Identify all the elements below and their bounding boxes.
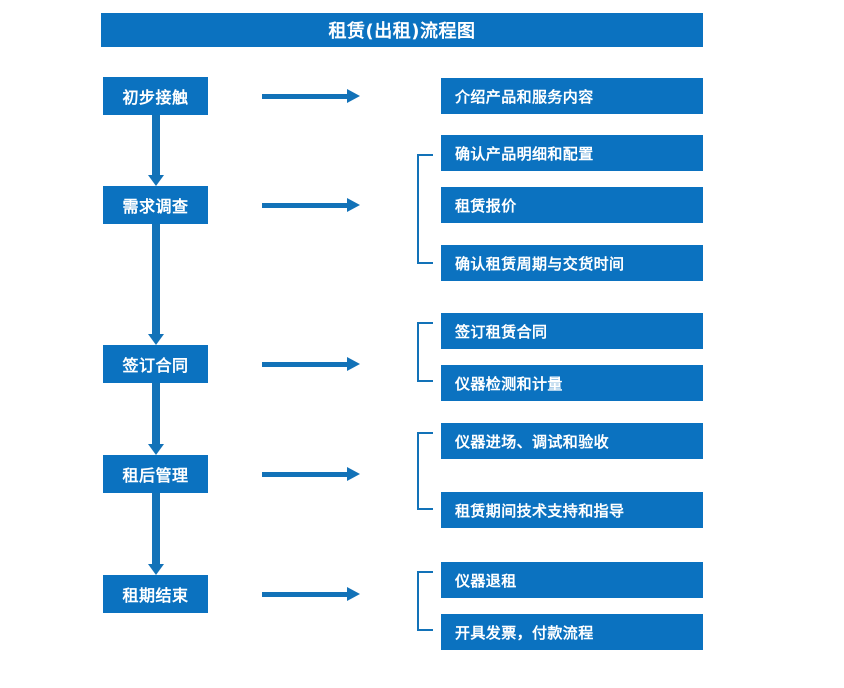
- arrow-shaft: [262, 203, 348, 208]
- arrow-shaft: [262, 472, 348, 477]
- stage-box-3[interactable]: 签订合同: [103, 345, 208, 383]
- group-bracket-1: [417, 154, 433, 264]
- flowchart-title: 租赁(出租)流程图: [101, 13, 703, 47]
- arrow-head: [347, 89, 360, 103]
- group-bracket-2: [417, 322, 433, 382]
- arrow-head: [148, 334, 164, 345]
- arrow-head: [148, 175, 164, 186]
- detail-box-4[interactable]: 确认租赁周期与交货时间: [441, 245, 703, 281]
- arrow-shaft: [262, 94, 348, 99]
- arrow-shaft: [262, 362, 348, 367]
- detail-box-3[interactable]: 租赁报价: [441, 187, 703, 223]
- arrow-shaft: [152, 115, 160, 175]
- arrow-head: [347, 198, 360, 212]
- right-arrow-icon-5: [262, 587, 360, 601]
- arrow-head: [347, 467, 360, 481]
- right-arrow-icon-1: [262, 89, 360, 103]
- down-arrow-icon-1: [148, 115, 164, 186]
- stage-box-5[interactable]: 租期结束: [103, 575, 208, 613]
- detail-box-9[interactable]: 仪器退租: [441, 562, 703, 598]
- arrow-shaft: [152, 224, 160, 334]
- arrow-head: [347, 587, 360, 601]
- arrow-shaft: [152, 383, 160, 444]
- down-arrow-icon-2: [148, 224, 164, 345]
- right-arrow-icon-4: [262, 467, 360, 481]
- detail-box-6[interactable]: 仪器检测和计量: [441, 365, 703, 401]
- detail-box-1[interactable]: 介绍产品和服务内容: [441, 78, 703, 114]
- arrow-head: [148, 444, 164, 455]
- group-bracket-3: [417, 432, 433, 510]
- down-arrow-icon-3: [148, 383, 164, 455]
- detail-box-7[interactable]: 仪器进场、调试和验收: [441, 423, 703, 459]
- right-arrow-icon-2: [262, 198, 360, 212]
- detail-box-2[interactable]: 确认产品明细和配置: [441, 135, 703, 171]
- down-arrow-icon-4: [148, 493, 164, 575]
- right-arrow-icon-3: [262, 357, 360, 371]
- detail-box-8[interactable]: 租赁期间技术支持和指导: [441, 492, 703, 528]
- detail-box-10[interactable]: 开具发票，付款流程: [441, 614, 703, 650]
- arrow-shaft: [262, 592, 348, 597]
- arrow-head: [347, 357, 360, 371]
- stage-box-4[interactable]: 租后管理: [103, 455, 208, 493]
- arrow-shaft: [152, 493, 160, 564]
- stage-box-1[interactable]: 初步接触: [103, 77, 208, 115]
- group-bracket-4: [417, 571, 433, 631]
- detail-box-5[interactable]: 签订租赁合同: [441, 313, 703, 349]
- arrow-head: [148, 564, 164, 575]
- stage-box-2[interactable]: 需求调查: [103, 186, 208, 224]
